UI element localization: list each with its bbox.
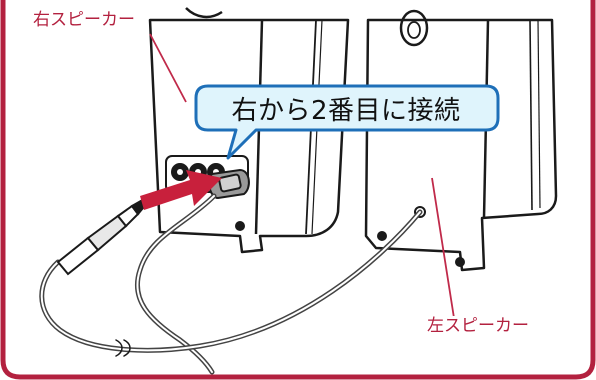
leader-lines xyxy=(149,33,455,319)
audio-cable xyxy=(39,193,423,375)
insert-arrow-icon xyxy=(140,170,222,210)
loose-plug-icon xyxy=(56,196,150,276)
audio-plug-icon xyxy=(208,168,250,200)
left-speaker-unit xyxy=(364,9,558,272)
right-speaker-label: 右スピーカー xyxy=(30,10,138,30)
left-speaker-label: 左スピーカー xyxy=(424,316,532,336)
callout-text: 右から2番目に接続 xyxy=(231,95,461,126)
callout-bubble xyxy=(194,84,500,160)
